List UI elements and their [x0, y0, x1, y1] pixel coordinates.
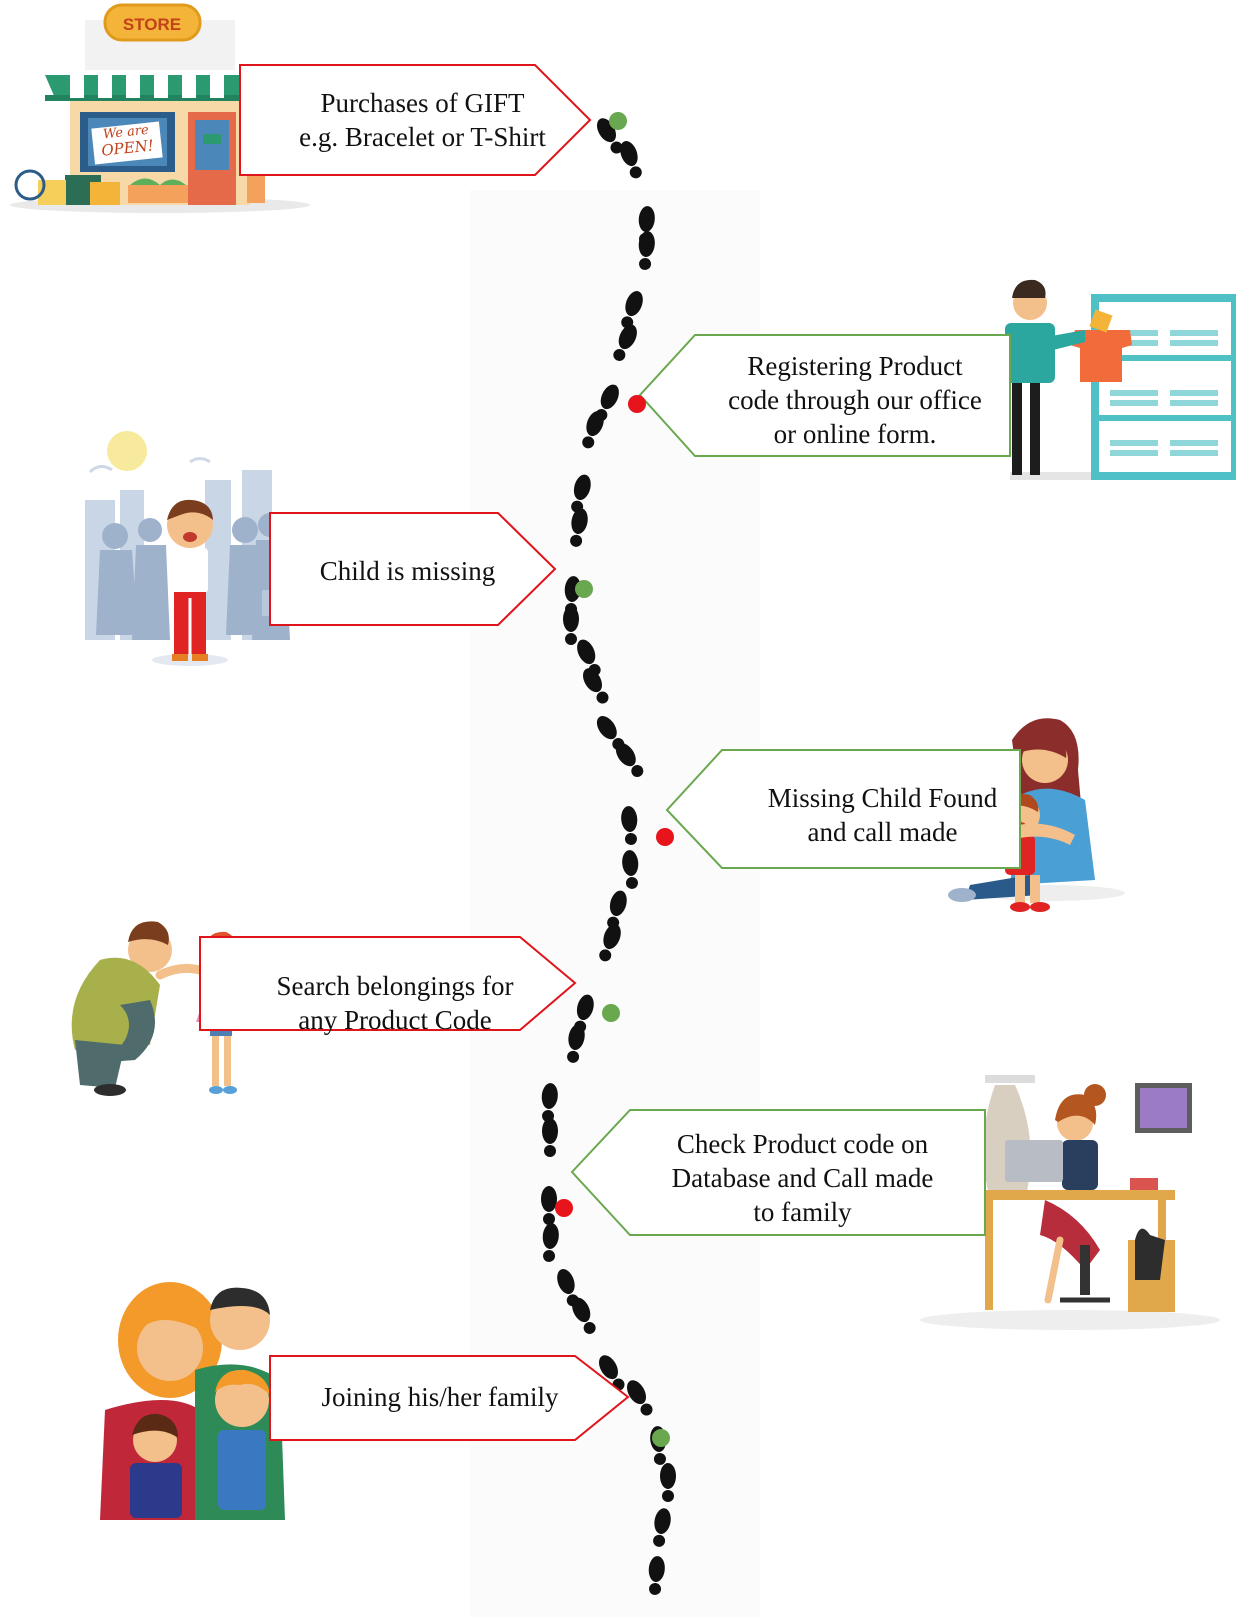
step-1-line-1: Purchases of GIFT — [320, 88, 525, 118]
step-3-line-1: Child is missing — [319, 556, 496, 586]
step-7-callout — [269, 1355, 630, 1441]
step-6-label: Check Product code on Database and Call … — [630, 1122, 975, 1234]
office-worker-desk-icon — [920, 1075, 1220, 1330]
step-2-dot — [628, 395, 646, 413]
step-4-line-2: and call made — [807, 817, 958, 847]
step-1-callout — [239, 64, 592, 176]
step-6-line-1: Check Product code on — [676, 1129, 929, 1159]
svg-text:We are: We are — [102, 123, 149, 143]
step-5-callout — [199, 936, 577, 1031]
step-5-dot — [602, 1004, 620, 1022]
step-2-line-1: Registering Product — [747, 351, 963, 381]
step-4-callout — [665, 749, 1021, 869]
step-4-dot — [656, 828, 674, 846]
step-3-label: Child is missing — [290, 548, 525, 594]
step-1-dot — [609, 112, 627, 130]
step-3-callout — [269, 512, 557, 626]
footprint — [616, 138, 646, 181]
step-3-dot — [575, 580, 593, 598]
step-7-line-1: Joining his/her family — [321, 1382, 559, 1412]
svg-text:OPEN!: OPEN! — [100, 136, 154, 159]
step-5-line-2: any Product Code — [298, 1005, 492, 1035]
footprint — [542, 1118, 558, 1157]
step-6-line-2: Database and Call made — [671, 1163, 934, 1193]
step-2-callout — [638, 334, 1011, 457]
footprint — [541, 1186, 557, 1225]
step-2-line-2: code through our office — [728, 385, 982, 415]
step-2-line-3: or online form. — [773, 419, 937, 449]
step-1-label: Purchases of GIFT e.g. Bracelet or T-Shi… — [255, 80, 590, 160]
step-5-label: Search belongings for any Product Code — [245, 963, 545, 1043]
step-2-label: Registering Product code through our off… — [690, 345, 1020, 455]
shop-assistant-icon — [1005, 279, 1236, 480]
step-7-label: Joining his/her family — [295, 1374, 585, 1420]
footprint — [563, 606, 579, 645]
footprint — [660, 1463, 676, 1502]
crying-child-crowd-icon — [85, 431, 290, 666]
step-1-line-2: e.g. Bracelet or T-Shirt — [299, 122, 546, 152]
store-sign-text: STORE — [123, 15, 181, 34]
step-5-line-1: Search belongings for — [276, 971, 514, 1001]
step-4-label: Missing Child Found and call made — [735, 775, 1030, 855]
happy-family-icon — [100, 1282, 285, 1520]
step-4-line-1: Missing Child Found — [767, 783, 998, 813]
step-6-callout — [570, 1109, 986, 1236]
step-6-dot — [555, 1199, 573, 1217]
step-6-line-3: to family — [753, 1197, 852, 1227]
store-icon: STORE We are OPEN! O P E N — [10, 3, 310, 213]
step-7-dot — [652, 1429, 670, 1447]
